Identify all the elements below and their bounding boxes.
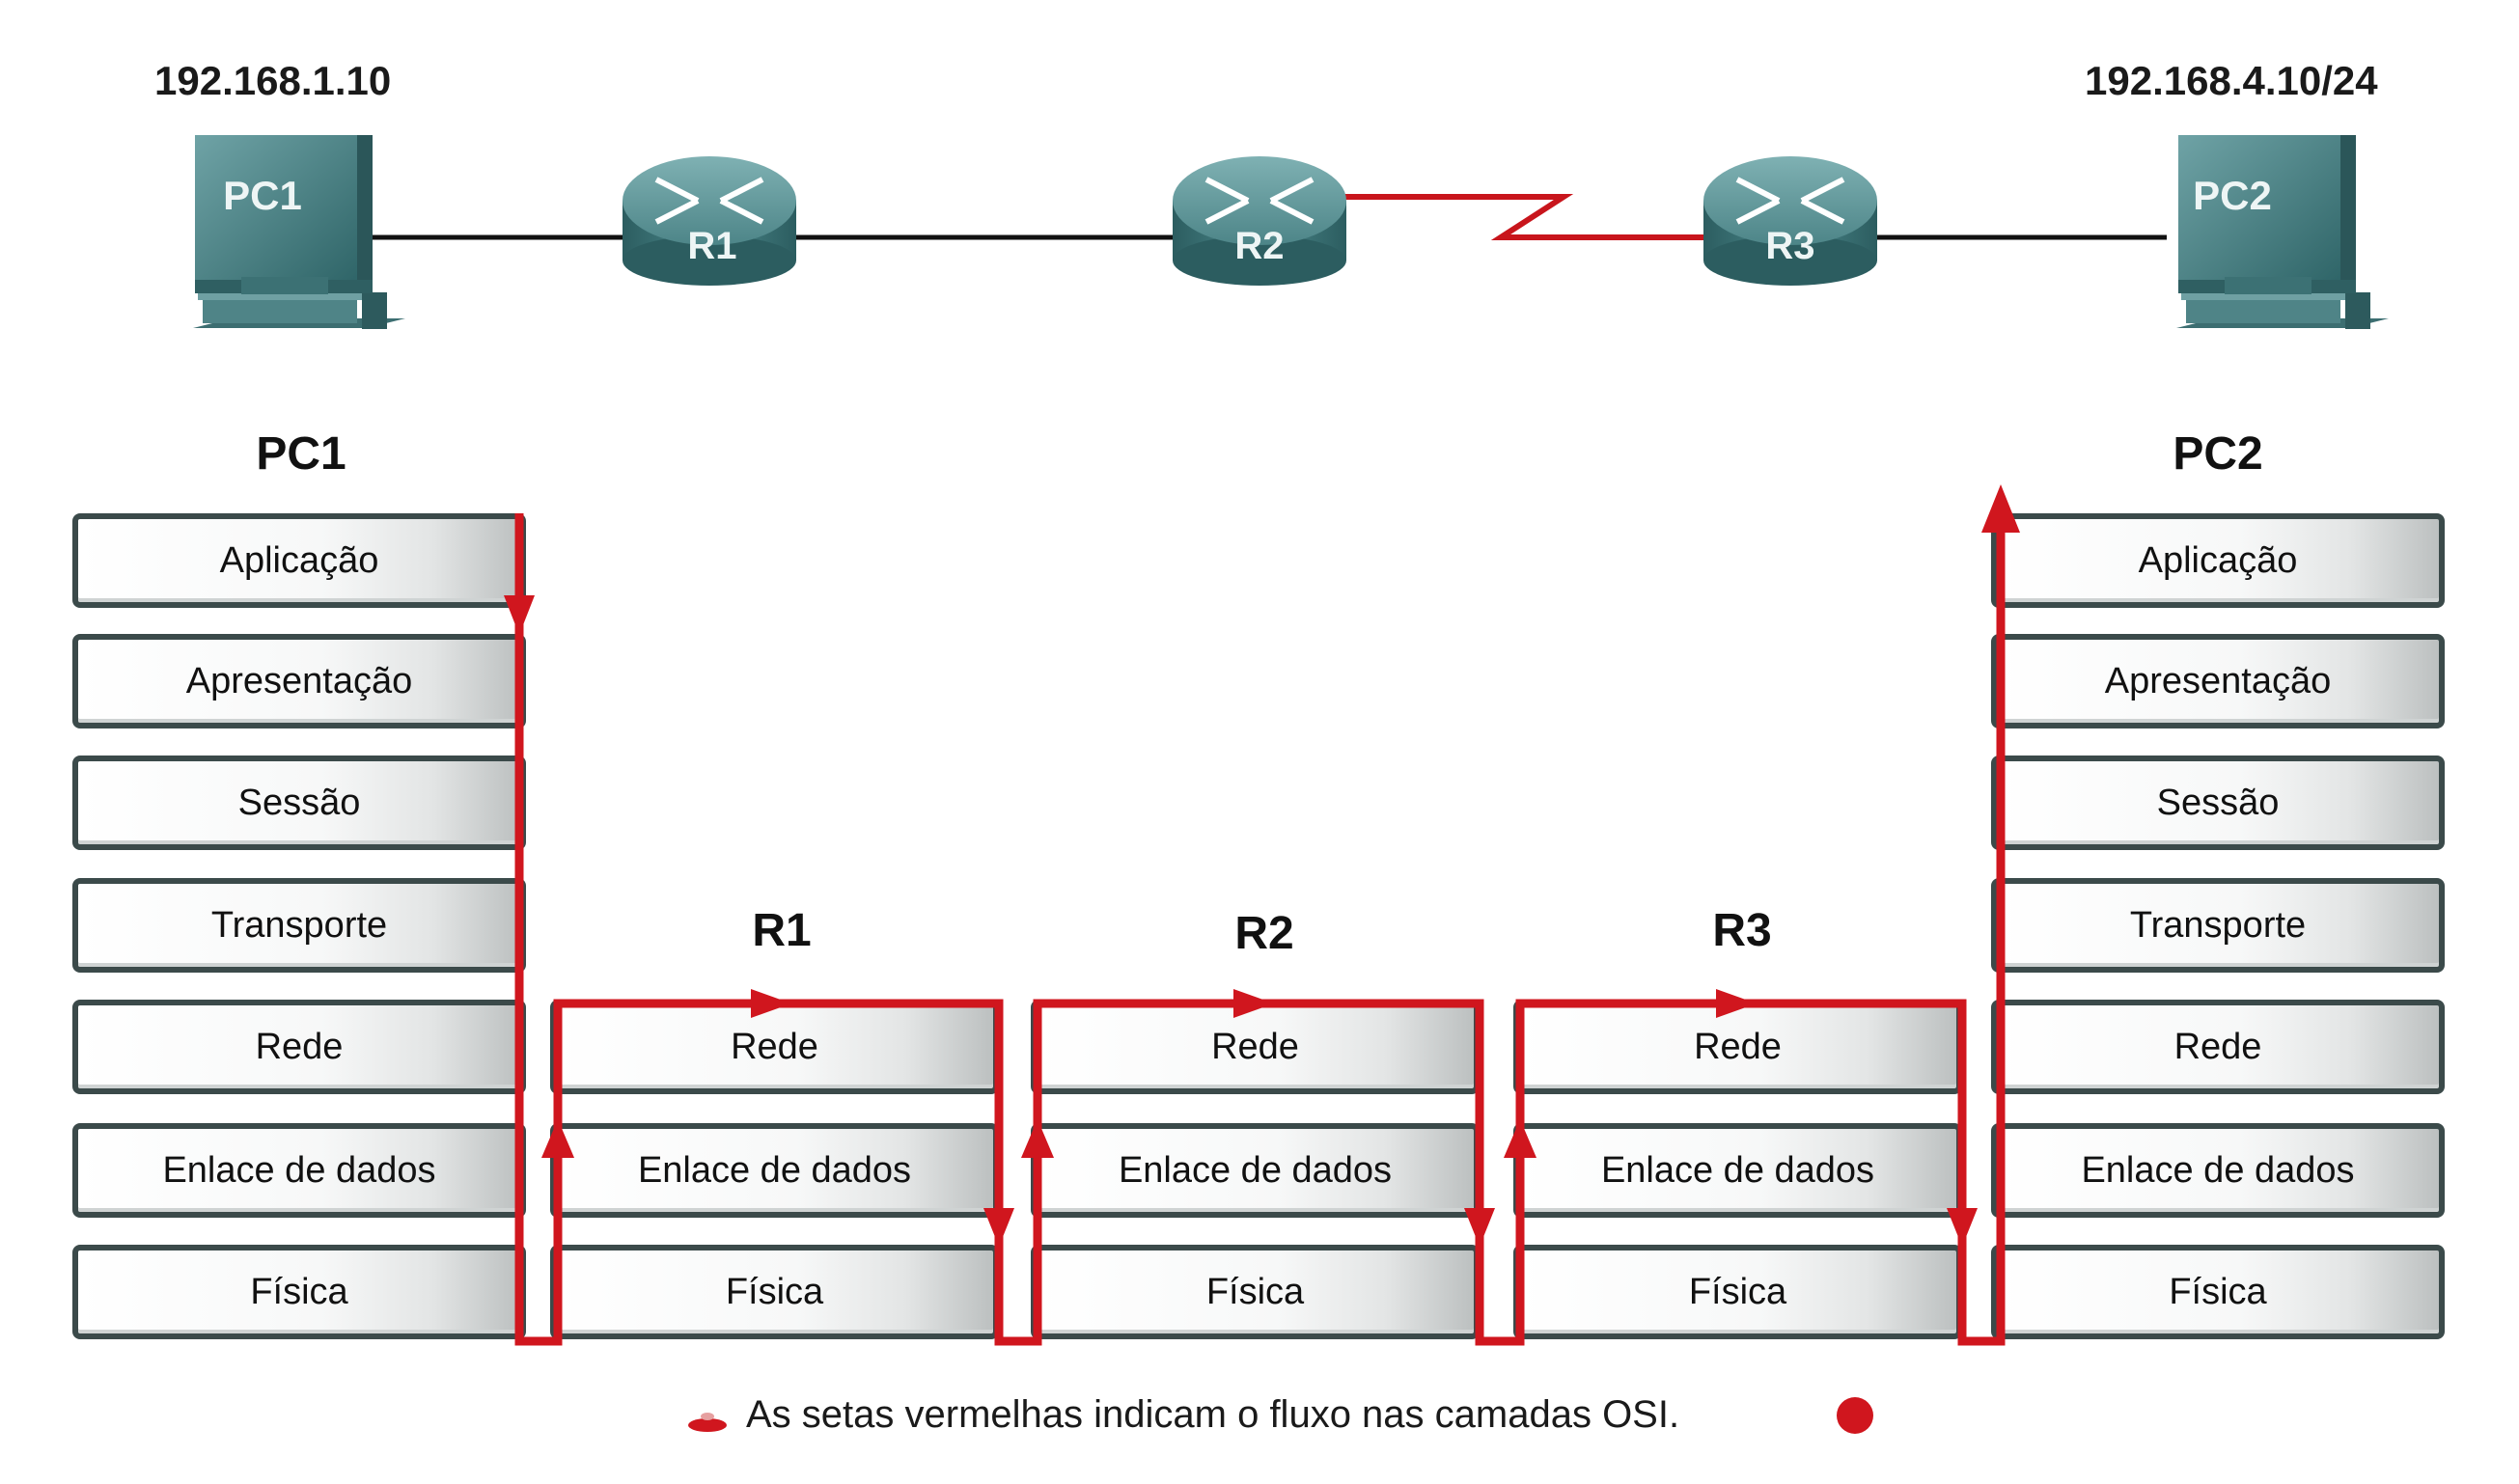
layer-label: Transporte [2129, 904, 2307, 946]
r2-device-label: R2 [1234, 225, 1284, 267]
layer-aplicacao: Aplicação [72, 513, 526, 608]
pc-icon [2176, 135, 2389, 329]
pc1-ip-address: 192.168.1.10 [154, 58, 392, 103]
pc1-device-label: PC1 [223, 173, 302, 218]
pc1-stack-title: PC1 [256, 428, 346, 480]
network-topology: PC1 PC2 R1 [193, 135, 2389, 329]
router-icon [1173, 156, 1346, 286]
layer-label: Enlace de dados [2081, 1149, 2355, 1191]
layer-enlace: Enlace de dados [1991, 1123, 2445, 1218]
router-icon [623, 156, 796, 286]
layer-sessao: Sessão [72, 756, 526, 850]
layer-label: Rede [255, 1026, 344, 1067]
layer-label: Apresentação [185, 660, 413, 701]
layer-apresentacao: Apresentação [72, 634, 526, 728]
router-icon [1703, 156, 1877, 286]
layer-label: Rede [1694, 1026, 1782, 1067]
r1-stack-title: R1 [752, 905, 812, 956]
layer-label: Rede [1211, 1026, 1299, 1067]
layer-label: Física [1205, 1271, 1305, 1312]
layer-label: Apresentação [2104, 660, 2332, 701]
layer-label: Sessão [237, 782, 361, 823]
layer-label: Rede [731, 1026, 818, 1067]
layer-label: Física [725, 1271, 824, 1312]
layer-label: Enlace de dados [162, 1149, 436, 1191]
layer-label: Sessão [2156, 782, 2280, 823]
r1-device-label: R1 [687, 225, 736, 267]
layer-label: Enlace de dados [1600, 1149, 1875, 1191]
layer-rede: Rede [550, 1000, 999, 1094]
layer-label: Enlace de dados [1118, 1149, 1393, 1191]
layer-label: Física [2169, 1271, 2267, 1312]
layer-label: Física [250, 1271, 348, 1312]
pc2-ip-address: 192.168.4.10/24 [2085, 58, 2378, 103]
layer-label: Rede [2173, 1026, 2262, 1067]
legend-text: As setas vermelhas indicam o fluxo nas c… [746, 1393, 1680, 1436]
layer-label: Enlace de dados [637, 1149, 912, 1191]
layer-aplicacao: Aplicação [1991, 513, 2445, 608]
layer-fisica: Física [550, 1245, 999, 1339]
layer-fisica: Física [1031, 1245, 1480, 1339]
layer-rede: Rede [1513, 1000, 1962, 1094]
serial-link-r2-r3 [1342, 194, 1706, 240]
layer-fisica: Física [72, 1245, 526, 1339]
r3-stack-title: R3 [1712, 905, 1772, 956]
layer-sessao: Sessão [1991, 756, 2445, 850]
layer-rede: Rede [72, 1000, 526, 1094]
layer-enlace: Enlace de dados [550, 1123, 999, 1218]
layer-fisica: Física [1513, 1245, 1962, 1339]
layer-fisica: Física [1991, 1245, 2445, 1339]
pc-icon [193, 135, 405, 329]
layer-label: Aplicação [219, 539, 379, 581]
layer-label: Transporte [210, 904, 388, 946]
r2-stack-title: R2 [1234, 908, 1294, 959]
layer-label: Aplicação [2138, 539, 2298, 581]
layer-label: Física [1688, 1271, 1787, 1312]
legend-dot-marker [1837, 1397, 1873, 1434]
layer-enlace: Enlace de dados [1513, 1123, 1962, 1218]
pc2-stack-title: PC2 [2173, 428, 2263, 480]
legend-line-marker [688, 1413, 727, 1432]
layer-apresentacao: Apresentação [1991, 634, 2445, 728]
layer-transporte: Transporte [1991, 878, 2445, 973]
layer-transporte: Transporte [72, 878, 526, 973]
pc2-device-label: PC2 [2193, 173, 2272, 218]
layer-rede: Rede [1031, 1000, 1480, 1094]
layer-enlace: Enlace de dados [72, 1123, 526, 1218]
layer-rede: Rede [1991, 1000, 2445, 1094]
r3-device-label: R3 [1765, 225, 1814, 267]
layer-enlace: Enlace de dados [1031, 1123, 1480, 1218]
